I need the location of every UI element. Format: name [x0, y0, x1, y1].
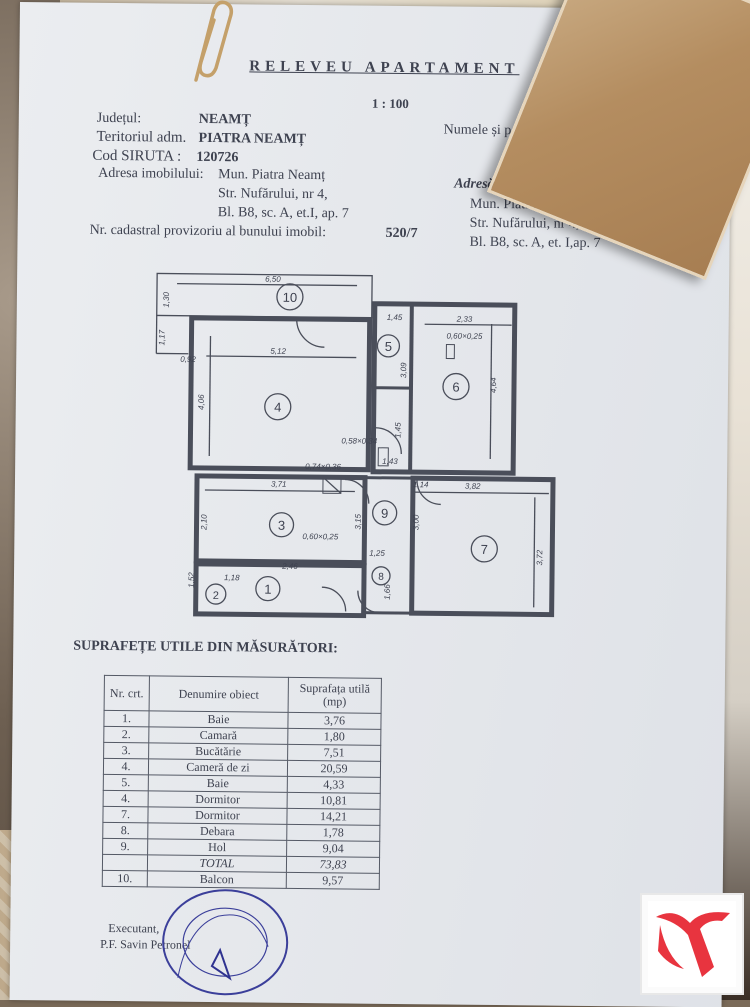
dim-label: 5,12 [270, 347, 286, 356]
dim-label: 2,33 [456, 315, 473, 324]
dim-label: 0,58×0,34 [341, 436, 377, 445]
header-nr: Nr. crt. [104, 675, 149, 710]
dim-label: 1,45 [387, 313, 403, 322]
dim-label: 1,52 [187, 572, 196, 588]
document-title: RELEVEU APARTAMENT [249, 58, 519, 78]
executant-label: Executant, [108, 921, 159, 937]
cadastral-value: 520/7 [386, 226, 418, 242]
adresa-line3: Bl. B8, sc. A, et.I, ap. 7 [218, 205, 349, 222]
dim-label: 3,82 [465, 482, 481, 491]
siruta-label: Cod SIRUTA : [92, 148, 181, 166]
owner-line3: Bl. B8, sc. A, et. I,ap. 7 [469, 235, 600, 252]
dim-label: 4,64 [489, 377, 498, 393]
brand-logo [640, 893, 744, 995]
dim-label: 3,72 [535, 549, 544, 565]
paperclip [182, 0, 242, 85]
room-number-5: 5 [385, 339, 392, 354]
dim-label: 4,06 [197, 394, 206, 410]
teritoriu-value: PIATRA NEAMȚ [198, 131, 306, 148]
room-number-10: 10 [283, 290, 298, 305]
judet-value: NEAMȚ [199, 112, 251, 129]
dim-label: 0,92 [180, 355, 196, 364]
adresa-line2: Str. Nufărului, nr 4, [218, 186, 328, 203]
surfaces-table: Nr. crt. Denumire obiect Suprafața utilă… [102, 675, 382, 890]
dim-label: 2,46 [281, 562, 298, 571]
header-suprafata: Suprafața utilă (mp) [288, 677, 381, 713]
adresa-line1: Mun. Piatra Neamț [218, 167, 325, 184]
room-number-2: 2 [213, 590, 219, 602]
dim-label: 1,14 [413, 480, 429, 489]
room-number-9: 9 [381, 506, 388, 521]
floor-plan: 10 4 5 6 9 3 7 1 2 8 6,50 1,30 1,17 0,92… [144, 265, 578, 624]
dim-label: 1,30 [162, 291, 171, 307]
dim-label: 3,71 [271, 480, 287, 489]
dim-label: 0,74×0,36 [305, 462, 341, 471]
official-stamp [158, 886, 293, 999]
siruta-value: 120726 [196, 150, 238, 166]
dim-label: 6,50 [265, 275, 281, 284]
judet-label: Județul: [97, 111, 142, 127]
dim-label: 1,25 [369, 549, 385, 558]
room-number-6: 6 [452, 380, 459, 395]
teritoriu-label: Teritoriul adm. [96, 129, 186, 147]
dim-label: 1,43 [382, 457, 398, 466]
header-denumire: Denumire obiect [149, 676, 288, 712]
dim-label: 3,09 [399, 362, 408, 378]
cadastral-label: Nr. cadastral provizoriu al bunului imob… [90, 223, 327, 241]
room-number-4: 4 [274, 400, 281, 415]
owner-label: Numele și p [444, 122, 512, 139]
section-title: SUPRAFEȚE UTILE DIN MĂSURĂTORI: [73, 639, 338, 658]
dim-label: 0,60×0,25 [446, 331, 482, 340]
room-number-1: 1 [264, 582, 271, 597]
dim-label: 1,18 [224, 573, 240, 582]
scale-label: 1 : 100 [372, 96, 409, 112]
room-number-3: 3 [278, 518, 285, 533]
dim-label: 2,10 [199, 514, 208, 531]
table-header-row: Nr. crt. Denumire obiect Suprafața utilă… [104, 675, 381, 713]
dim-label: 3,00 [411, 514, 420, 530]
dim-label: 1,17 [157, 329, 166, 345]
dim-label: 1,66 [383, 584, 392, 600]
dim-label: 3,15 [353, 513, 362, 529]
adresa-label: Adresa imobilului: [98, 166, 204, 183]
dim-label: 0,60×0,25 [302, 532, 338, 541]
room-number-7: 7 [481, 542, 488, 557]
dim-label: 1,45 [393, 422, 402, 438]
room-number-8: 8 [378, 572, 384, 583]
